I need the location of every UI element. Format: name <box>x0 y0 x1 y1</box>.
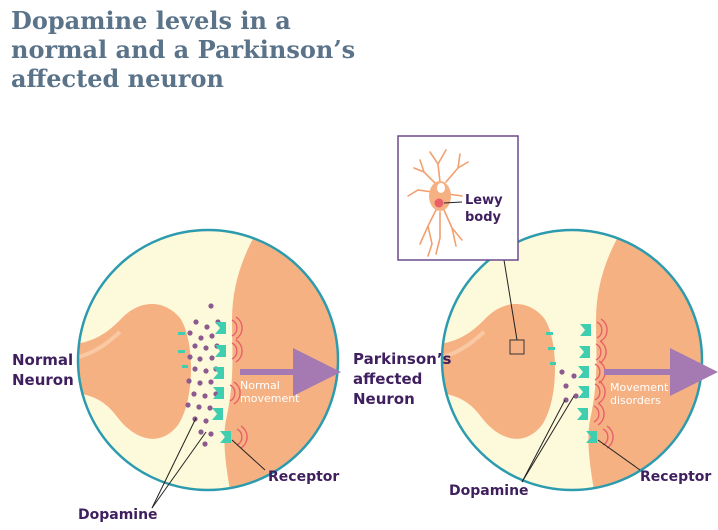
inset-frame <box>397 135 519 261</box>
normal-neuron-label-line-1: Normal <box>12 351 74 369</box>
parkinsons-dopamine-label: Dopamine <box>449 483 529 499</box>
parkinsons-neuron-circle <box>440 228 718 492</box>
inset-neuron-nucleus <box>437 183 445 193</box>
normal-dopamine-label: Dopamine <box>78 507 158 523</box>
normal-neuron-label-line-2: Neuron <box>12 371 74 389</box>
lewy-body-label: Lewy body <box>465 192 503 226</box>
normal-movement-label-line-1: Normal <box>240 379 280 392</box>
inset-lewy-pointer <box>443 201 463 204</box>
lewy-body-inset <box>397 135 519 261</box>
parkinsons-release-channels <box>546 332 556 365</box>
normal-neuron-label: Normal Neuron <box>12 350 74 390</box>
parkinsons-dopamine-pointer-2 <box>521 395 575 483</box>
parkinsons-receptor-label: Receptor <box>640 469 712 485</box>
title-line-2: normal and a Parkinson’s <box>11 35 356 64</box>
normal-neuron-circle <box>76 228 341 492</box>
parkinsons-neuron-label: Parkinson’s affected Neuron <box>353 349 451 409</box>
title-line-3: affected neuron <box>11 64 224 93</box>
parkinsons-movement-label: Movement disorders <box>610 381 668 407</box>
title-line-1: Dopamine levels in a <box>11 6 291 35</box>
parkinsons-neuron-label-line-2: affected <box>353 370 423 388</box>
inset-lewy-body-dot <box>434 198 444 208</box>
parkinsons-receptor-pointer <box>597 439 641 471</box>
normal-movement-label: Normal movement <box>240 379 300 405</box>
normal-dopamine-pointer-2 <box>151 431 207 509</box>
inset-neuron-body <box>429 181 451 211</box>
normal-dopamine-molecules <box>185 303 221 447</box>
page-title: Dopamine levels in a normal and a Parkin… <box>11 6 431 93</box>
inset-connector-line <box>503 259 518 341</box>
parkinsons-movement-label-line-1: Movement <box>610 381 669 394</box>
parkinsons-dopamine-molecules <box>559 369 579 403</box>
parkinsons-neuron-label-line-1: Parkinson’s <box>353 350 452 368</box>
parkinsons-receptors <box>577 318 614 449</box>
normal-receptors <box>212 316 248 449</box>
normal-presynaptic-terminal <box>78 304 191 439</box>
normal-movement-label-line-2: movement <box>240 392 300 405</box>
normal-receptor-label: Receptor <box>268 469 340 485</box>
normal-dopamine-pointer-1 <box>151 417 197 509</box>
parkinsons-postsynaptic-neuron <box>588 230 702 490</box>
normal-receptor-pointer <box>231 439 266 471</box>
parkinsons-presynaptic-terminal <box>442 304 555 439</box>
parkinsons-neuron-label-line-3: Neuron <box>353 390 415 408</box>
normal-release-channels <box>178 332 188 368</box>
lewy-body-label-line-1: Lewy <box>465 193 503 208</box>
parkinsons-dopamine-pointer-1 <box>521 399 566 483</box>
parkinsons-movement-label-line-2: disorders <box>610 394 661 407</box>
lewy-body-label-line-2: body <box>465 210 502 225</box>
